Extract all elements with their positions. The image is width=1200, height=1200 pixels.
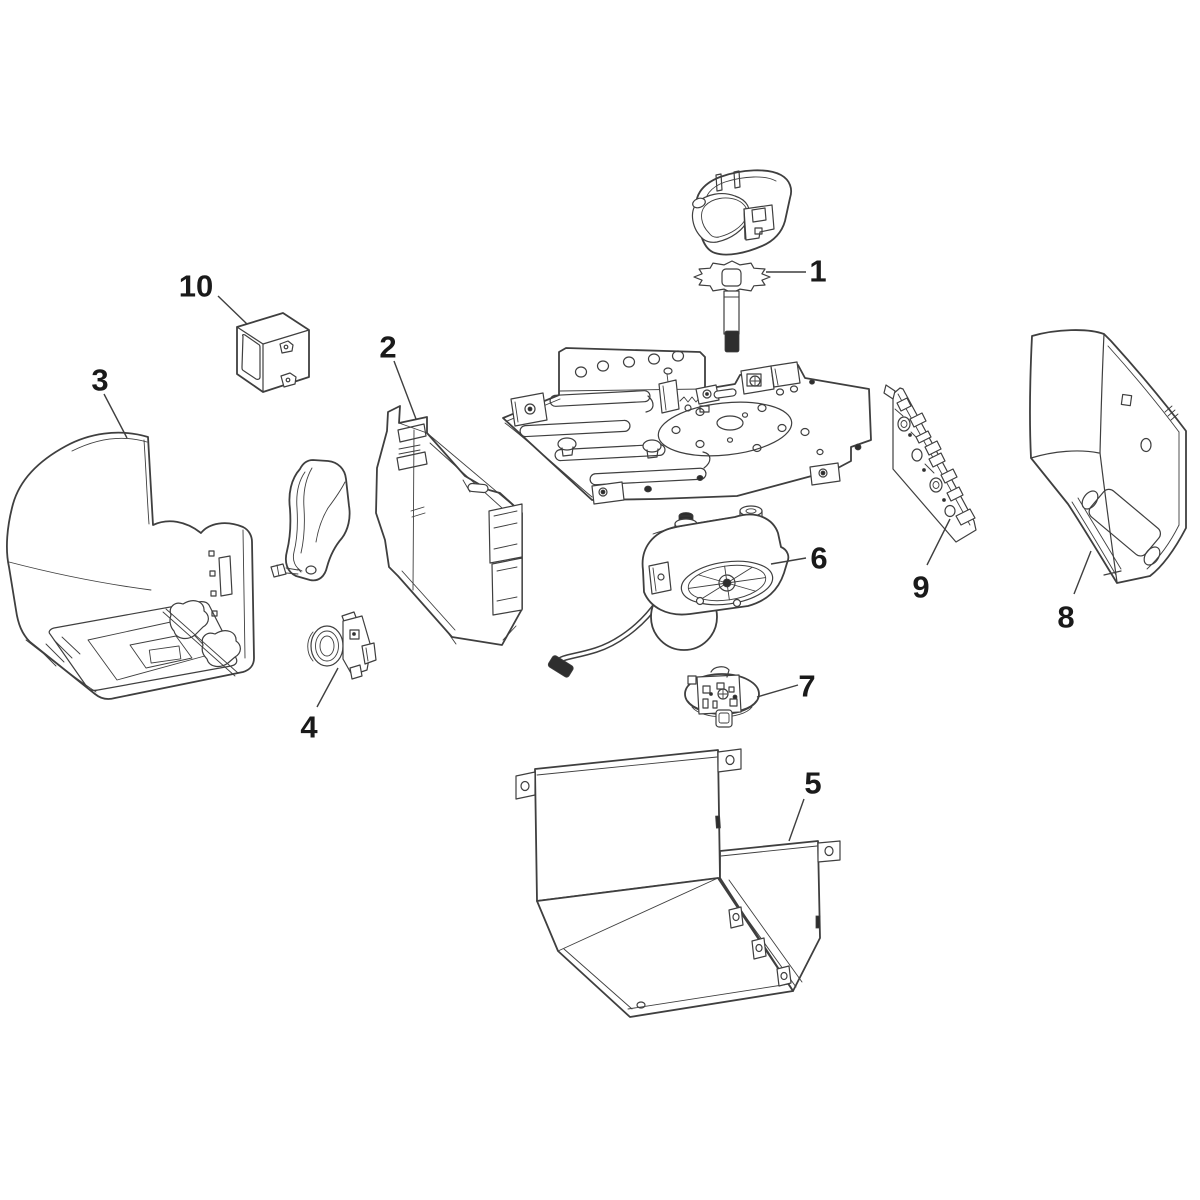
part-8-light-lens-cover <box>1029 329 1187 584</box>
callout-label-10-capacitor: 10 <box>178 268 214 304</box>
callout-label-5-bottom-cover-pan: 5 <box>804 765 822 801</box>
part-10-capacitor <box>236 312 310 393</box>
callout-leader-3 <box>103 393 128 439</box>
callout-leader-4 <box>316 667 339 708</box>
motor-wire <box>547 599 661 678</box>
cover-latch-bracket <box>284 459 351 582</box>
part-7-rpm-sensor-disc <box>684 666 760 728</box>
callout-label-2-end-panel: 2 <box>379 329 397 365</box>
part-2-end-panel <box>375 405 523 646</box>
part-9-logic-board <box>883 384 977 543</box>
callout-label-1-sprocket-shaft-assembly: 1 <box>809 253 827 289</box>
chassis-plate <box>502 347 872 505</box>
callout-leader-6 <box>770 557 807 565</box>
part-5-bottom-cover-pan <box>515 748 841 1018</box>
callout-leader-10 <box>217 295 248 325</box>
callout-label-9-logic-board: 9 <box>912 569 930 605</box>
callout-leader-9 <box>926 518 951 566</box>
chain-sprocket <box>693 260 771 294</box>
wire-connector <box>547 655 574 678</box>
callout-leader-8 <box>1073 550 1092 595</box>
callout-leader-2 <box>393 360 417 420</box>
part-1-sprocket-shaft-assembly <box>691 169 793 353</box>
callout-leader-5 <box>788 798 805 842</box>
callout-label-4-lamp-socket: 4 <box>300 709 318 745</box>
callout-label-7-rpm-sensor-disc: 7 <box>798 668 816 704</box>
part-4-lamp-socket <box>307 611 377 680</box>
callout-label-6-motor-assembly: 6 <box>810 540 828 576</box>
drive-shaft <box>723 290 740 353</box>
part-3-front-cover <box>6 431 255 700</box>
cover-screw <box>270 563 302 578</box>
chain-guard-clamp <box>691 169 793 256</box>
callout-label-3-front-cover: 3 <box>91 362 109 398</box>
callout-leader-7 <box>756 684 799 698</box>
callout-leader-lines <box>103 271 1092 842</box>
part-6-motor-assembly <box>547 505 790 678</box>
callout-label-8-light-lens-cover: 8 <box>1057 599 1075 635</box>
